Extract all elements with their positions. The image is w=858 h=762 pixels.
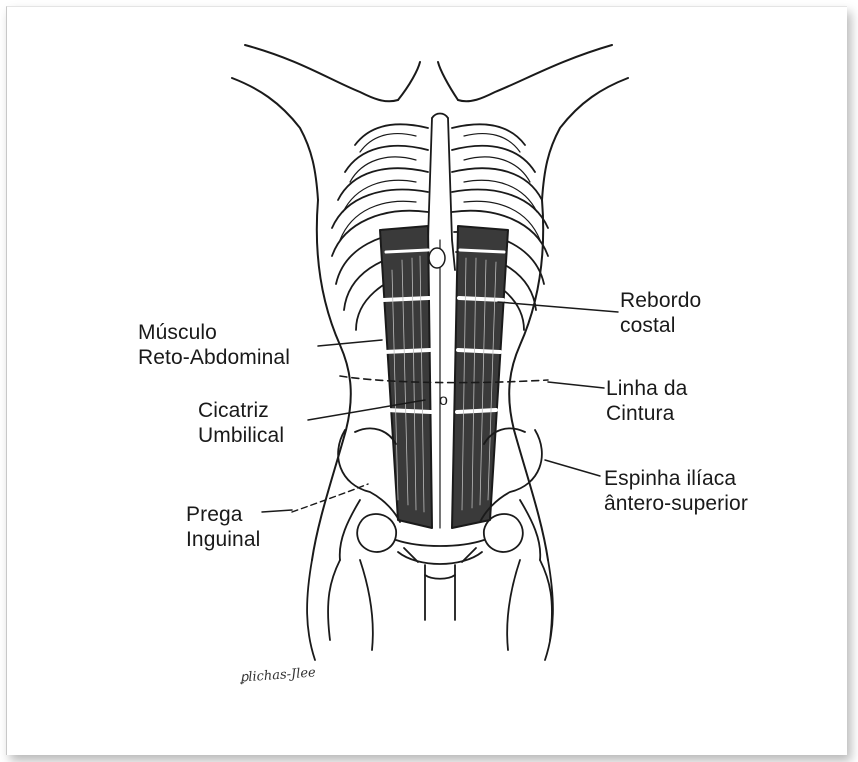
rectus-abdominis-left: [380, 226, 432, 528]
rectus-abdominis-right: [452, 226, 508, 528]
label-line: Inguinal: [186, 527, 260, 552]
label-line: costal: [620, 313, 701, 338]
label-line: Prega: [186, 502, 260, 527]
label-line: Músculo: [138, 320, 290, 345]
leader-musculo: [318, 340, 382, 346]
label-prega-inguinal: Prega Inguinal: [186, 502, 260, 552]
label-rebordo-costal: Rebordo costal: [620, 288, 701, 338]
waist-line: [340, 376, 548, 383]
label-line: Umbilical: [198, 423, 284, 448]
label-espinha-iliaca: Espinha ilíaca ântero-superior: [604, 466, 748, 516]
label-cicatriz-umbilical: Cicatriz Umbilical: [198, 398, 284, 448]
label-linha-da-cintura: Linha da Cintura: [606, 376, 687, 426]
label-line: ântero-superior: [604, 491, 748, 516]
navel-mark: o: [439, 388, 448, 413]
label-musculo-reto-abdominal: Músculo Reto-Abdominal: [138, 320, 290, 370]
label-line: Reto-Abdominal: [138, 345, 290, 370]
leader-linha: [548, 382, 604, 388]
label-line: Rebordo: [620, 288, 701, 313]
label-line: Espinha ilíaca: [604, 466, 748, 491]
leader-rebordo: [498, 302, 618, 312]
label-line: Cintura: [606, 401, 687, 426]
leader-espinha: [545, 460, 600, 476]
label-line: Cicatriz: [198, 398, 284, 423]
label-line: Linha da: [606, 376, 687, 401]
leader-prega: [262, 510, 292, 512]
